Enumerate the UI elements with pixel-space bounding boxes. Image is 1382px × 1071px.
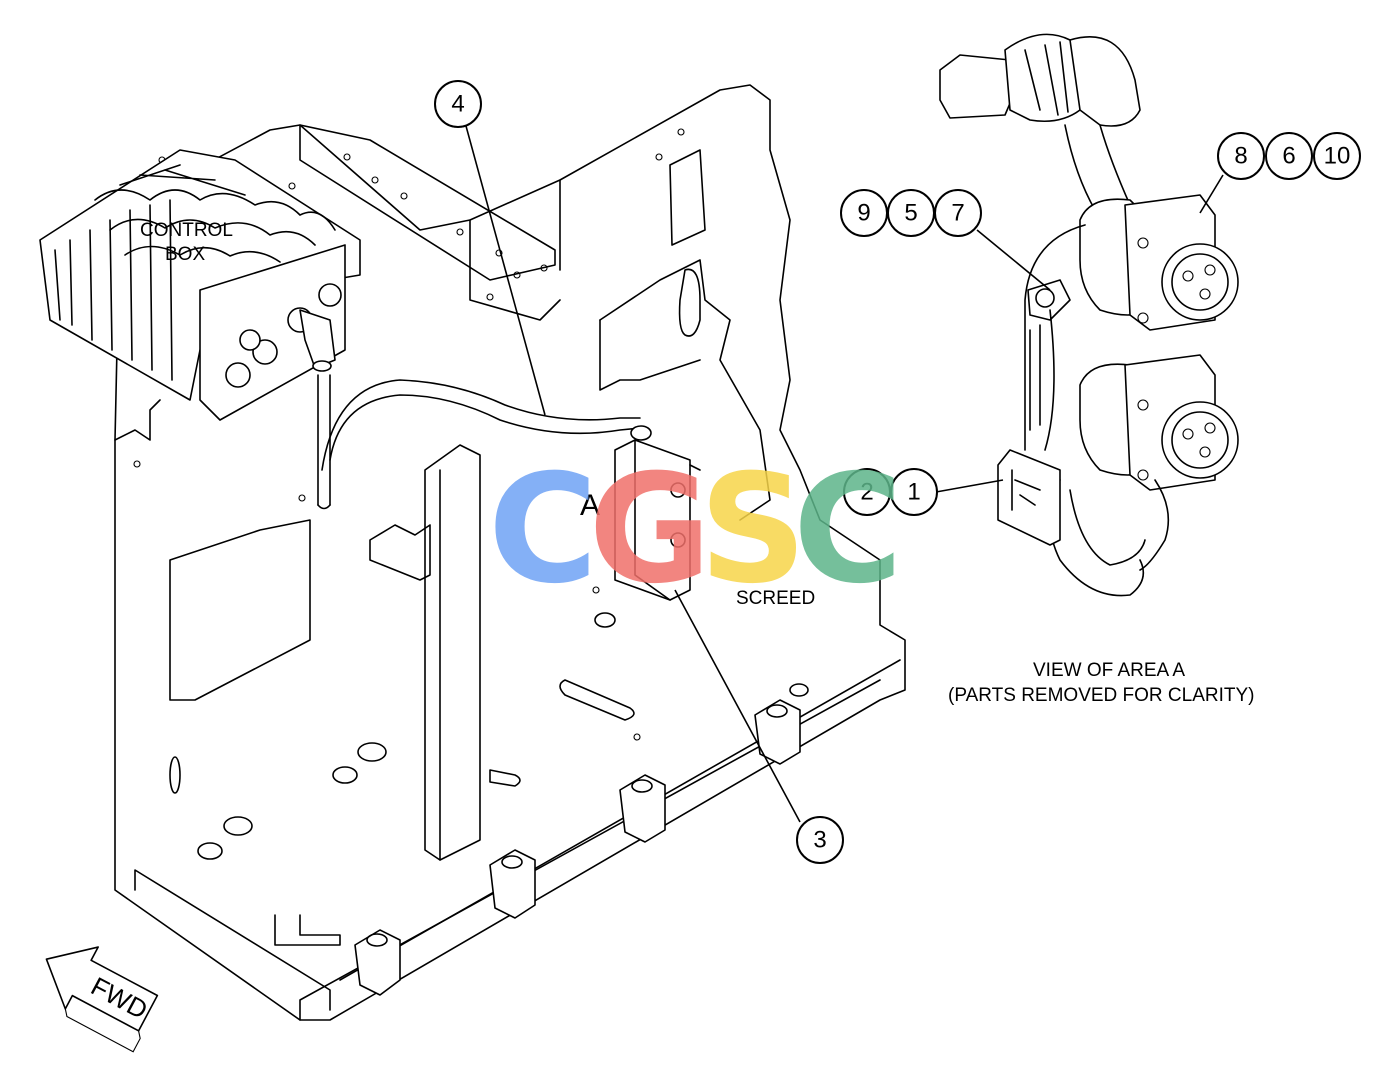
callout-9: 9 [840,189,888,237]
view-title-line2: (PARTS REMOVED FOR CLARITY) [948,685,1255,706]
sensor-block [614,425,701,601]
bolt-holes [133,128,685,741]
screed-label: SCREED [736,588,815,609]
callout-1-number: 1 [907,479,920,506]
forward-arrow-icon: FWD [45,946,159,1053]
watermark-logo: C G S C [488,443,903,617]
area-a-marker: A [580,489,600,522]
callout-10-number: 10 [1324,143,1351,170]
watermark-letter-1: C [488,443,598,617]
callout-1: 1 [890,468,938,516]
callout-7: 7 [934,189,982,237]
detail-view-area-a [939,33,1239,597]
watermark-letter-3: S [699,443,807,617]
callout-8-number: 8 [1234,143,1247,170]
wire-harness [317,374,641,510]
callout-7-number: 7 [951,200,964,227]
control-box [39,149,361,421]
callout-4-number: 4 [451,91,464,118]
leader-lines [465,125,1224,823]
callout-4: 4 [434,80,482,128]
callout-3-number: 3 [813,827,826,854]
callout-6-number: 6 [1282,143,1295,170]
callout-3: 3 [796,816,844,864]
callout-2-number: 2 [860,479,873,506]
watermark-letter-2: G [588,443,711,617]
callout-5-number: 5 [904,200,917,227]
watermark-letter-4: C [793,443,903,617]
callout-9-number: 9 [857,200,870,227]
callout-5: 5 [887,189,935,237]
callout-6: 6 [1265,132,1313,180]
control-box-label-line2: BOX [165,244,205,265]
callout-10: 10 [1313,132,1361,180]
callout-8: 8 [1217,132,1265,180]
view-title-line1: VIEW OF AREA A [1033,660,1185,681]
control-box-label-line1: CONTROL [140,220,233,241]
